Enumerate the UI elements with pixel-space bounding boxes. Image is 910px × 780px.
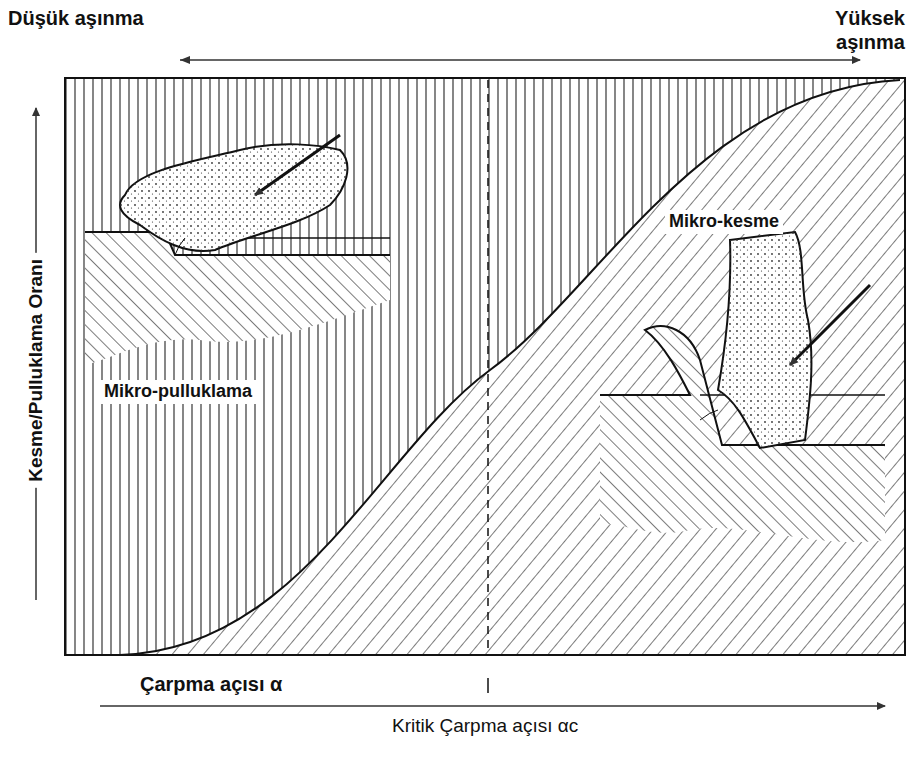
ploughing-material-hatch bbox=[85, 232, 390, 365]
x-axis-arrow bbox=[100, 705, 885, 707]
ratio-curve bbox=[120, 80, 900, 655]
wear-arrow bbox=[180, 59, 860, 61]
critical-angle-label: Kritik Çarpma açısı αc bbox=[392, 715, 582, 738]
wear-label-high: Yüksek aşınma bbox=[770, 6, 905, 54]
wear-label-low: Düşük aşınma bbox=[8, 6, 158, 30]
y-axis-label: Kesme/Pulluklama Oranı bbox=[23, 253, 50, 488]
particle-left-texture bbox=[120, 144, 347, 251]
particle-right bbox=[718, 232, 811, 448]
ploughing-hatch bbox=[65, 78, 905, 655]
plot-frame bbox=[65, 78, 905, 655]
critical-tick bbox=[487, 678, 489, 693]
mechanism-label: Mikro-pulluklama bbox=[100, 380, 256, 404]
wear-arrowhead-left bbox=[180, 56, 190, 64]
mechanism-label: Mikro-kesme bbox=[665, 210, 783, 234]
particle-right-direction bbox=[790, 285, 870, 365]
particle-left bbox=[120, 144, 347, 251]
plot-border bbox=[65, 78, 905, 655]
cutting-region bbox=[120, 78, 905, 655]
particle-right-texture bbox=[718, 232, 811, 448]
cutting-hatch bbox=[120, 78, 905, 655]
x-axis-label: Çarpma açısı α bbox=[140, 672, 282, 696]
ploughing-material bbox=[85, 232, 390, 365]
particle-left-direction bbox=[255, 135, 340, 195]
critical-angle-line bbox=[487, 80, 489, 655]
angle-arc-left bbox=[175, 238, 185, 255]
angle-arc-right bbox=[700, 410, 718, 420]
